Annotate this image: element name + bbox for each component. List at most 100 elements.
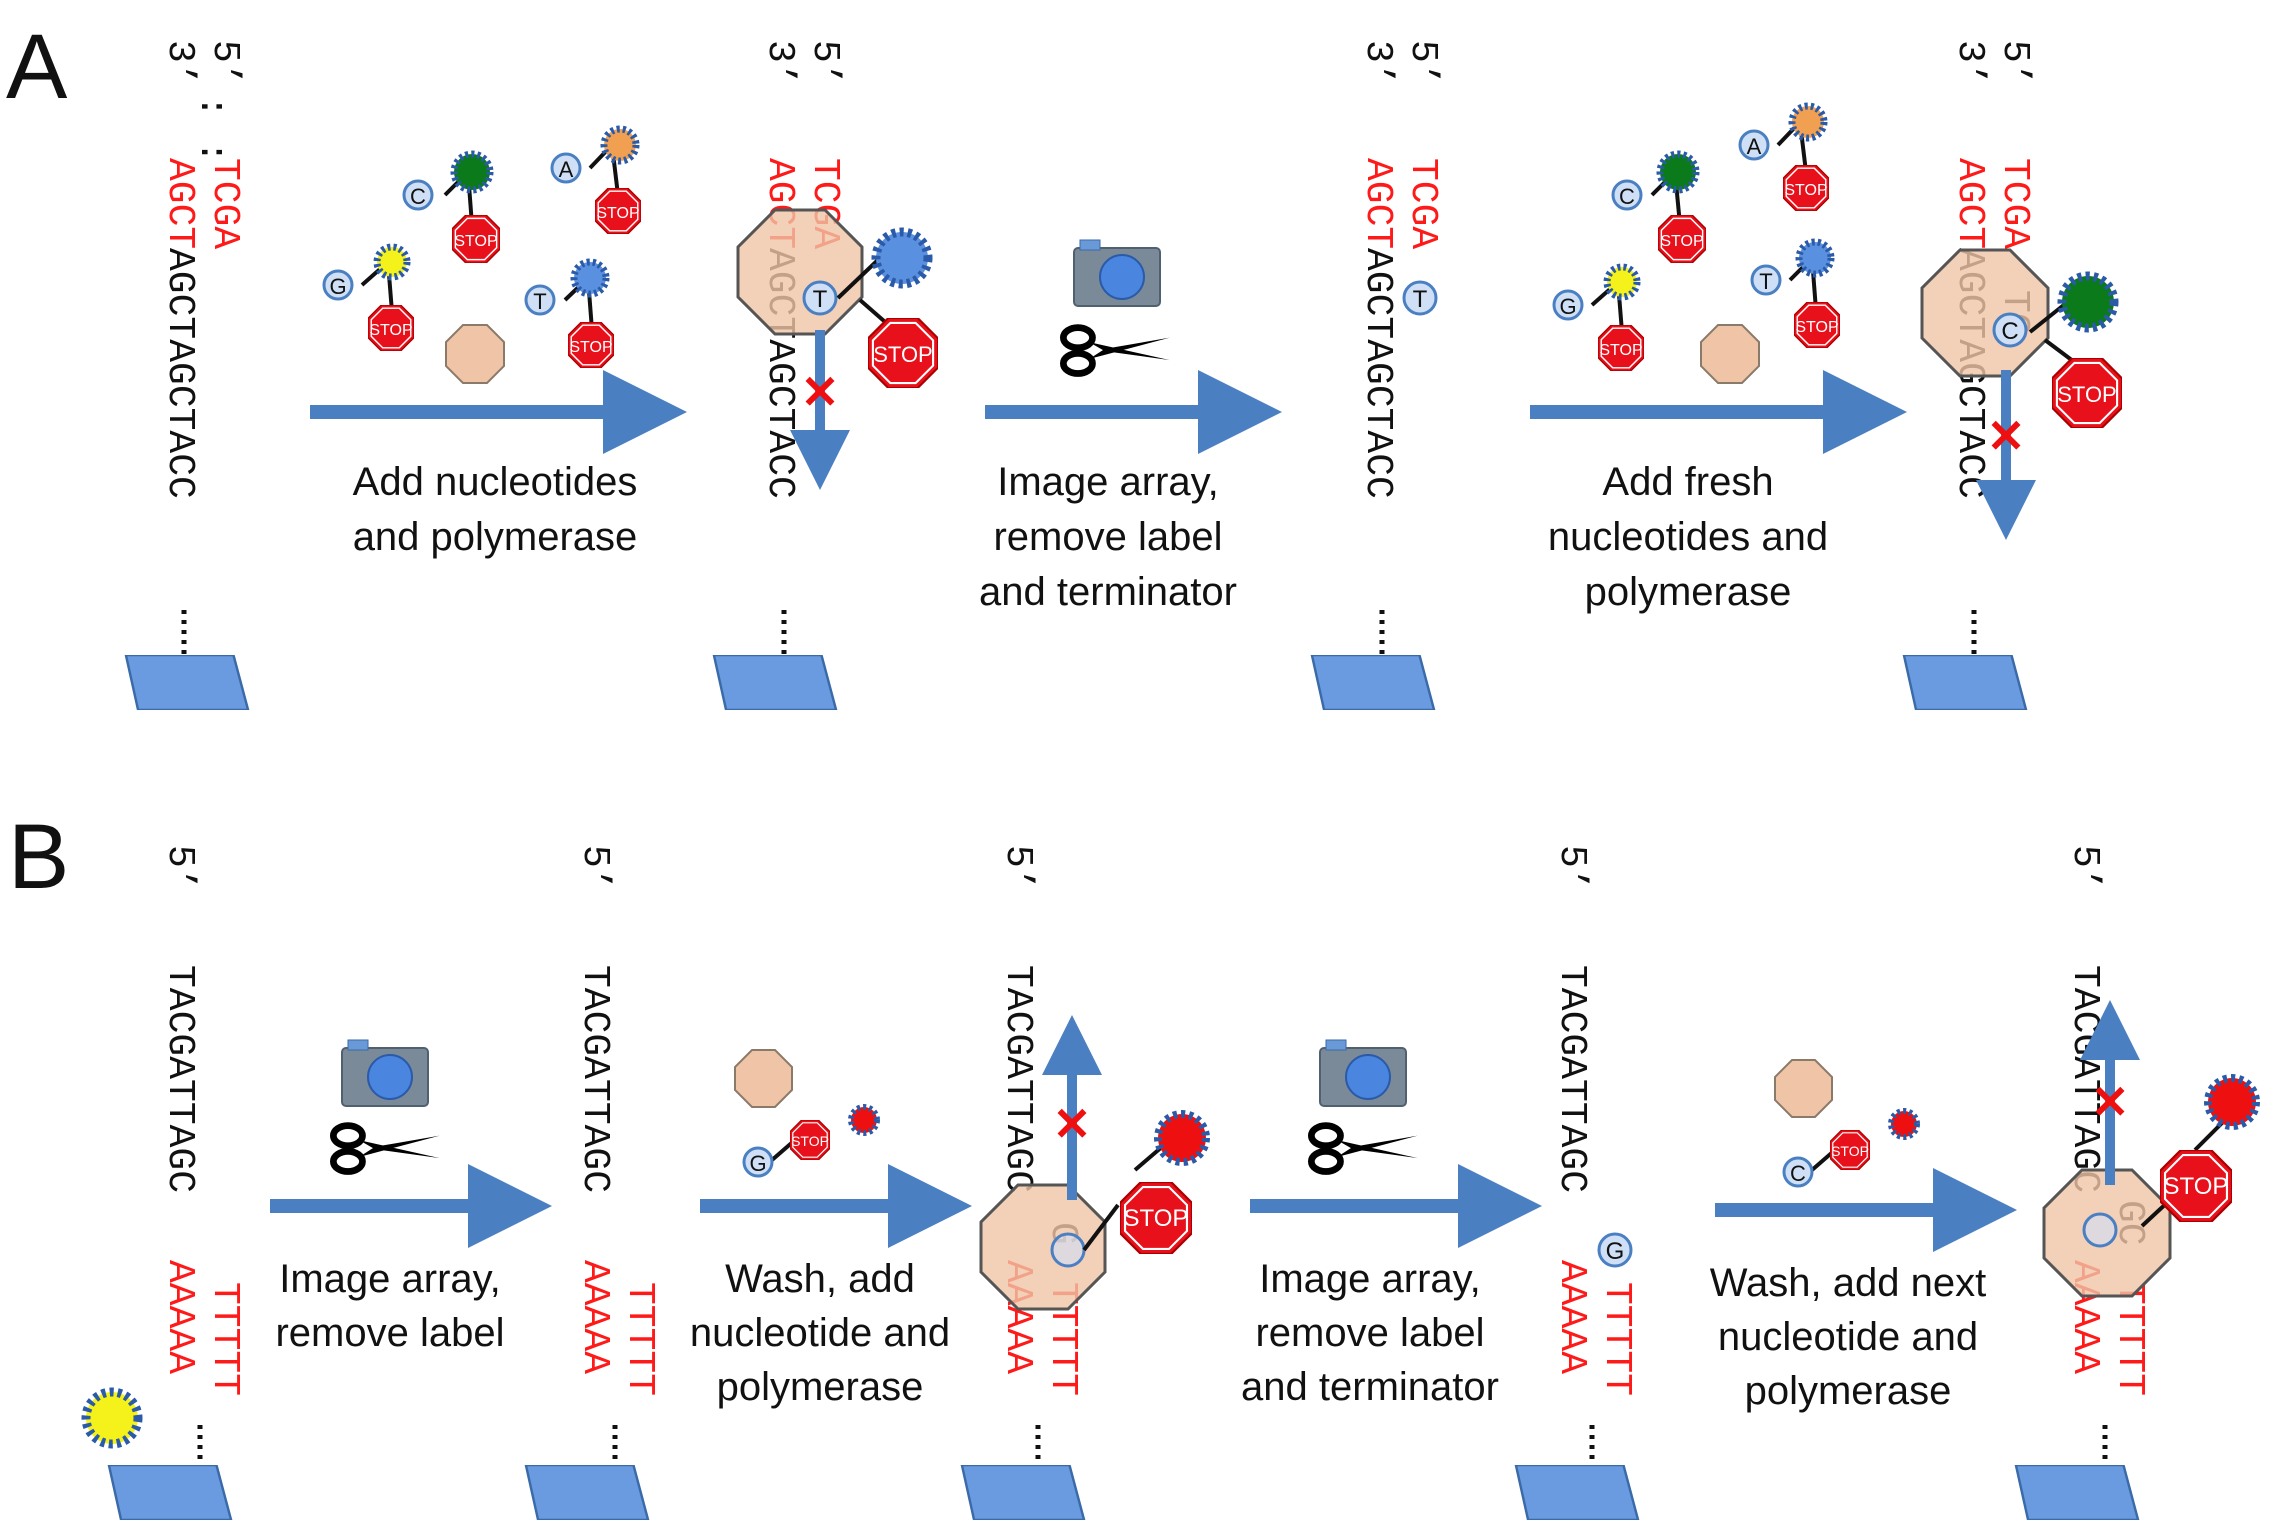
svg-text:T: T [1413,286,1428,313]
blocked-x-icon: ✕ [801,366,840,418]
svg-text:5’: 5’ [1550,845,1593,891]
nucleotide-cluster-b1: G STOP [734,1049,880,1178]
svg-text:STOP: STOP [596,205,639,222]
svg-text:STOP: STOP [569,339,612,356]
svg-text:remove label: remove label [275,1311,504,1355]
svg-text:remove label: remove label [1255,1311,1484,1355]
svg-text:TTTTT: TTTTT [1595,1282,1638,1396]
svg-text:STOP: STOP [1660,233,1703,250]
nucleotide-cluster-a1: C STOP A STOP G STOP T STOP [322,125,641,384]
svg-text:STOP: STOP [369,322,412,339]
svg-text:polymerase: polymerase [717,1365,924,1409]
svg-text:3’: 3’ [1356,40,1399,86]
svg-text:Wash, add: Wash, add [725,1257,915,1301]
svg-text:and terminator: and terminator [979,570,1237,614]
svg-text:STOP: STOP [1599,342,1642,359]
svg-text:G: G [1559,294,1576,319]
svg-text:TTTTT: TTTTT [618,1282,661,1396]
strand-top-red: TCGA [203,158,246,249]
svg-text:remove label: remove label [993,515,1222,559]
svg-text:G: G [749,1151,766,1176]
strand-b5: 5’ TACGATTAGC AAAAA TTTTT GC STOP ✕ [2014,845,2260,1520]
svg-text:STOP: STOP [1831,1143,1869,1159]
svg-text:A: A [1747,134,1762,159]
svg-text:T: T [813,286,828,313]
svg-text:: :: : : [190,95,233,163]
strand-a3: 5’ 3’ TCGA AGCT AGCTAGCTACC T [1310,40,1444,710]
svg-text:✕: ✕ [1053,1098,1092,1150]
label-5prime: 5’ [203,40,246,86]
strand-b4: 5’ TACGATTAGC AAAAA TTTTT G [1514,845,1640,1520]
svg-text:Image array,: Image array, [279,1257,501,1301]
svg-text:Wash, add next: Wash, add next [1710,1261,1986,1305]
svg-text:AAAAA: AAAAA [1550,1260,1593,1374]
svg-text:T: T [1759,269,1772,294]
svg-text:TACGATTAGC: TACGATTAGC [996,965,1039,1193]
panel-a-label: A [6,16,68,118]
camera-icon [1073,239,1161,307]
svg-text:T: T [533,289,546,314]
nucleotide-cluster-a2: C STOP A STOP G STOP T STOP [1552,102,1840,384]
svg-text:AGCTAGCTACC: AGCTAGCTACC [158,248,201,499]
svg-text:TACGATTAGC: TACGATTAGC [573,965,616,1193]
svg-text:nucleotide and: nucleotide and [690,1311,950,1355]
glass-slide-icon [124,655,250,710]
strand-b2: 5’ TACGATTAGC AAAAA TTTTT [524,845,661,1520]
svg-text:AGCT: AGCT [1356,158,1399,249]
svg-text:Add fresh: Add fresh [1602,460,1773,504]
svg-text:nucleotide and: nucleotide and [1718,1315,1978,1359]
dye-star-icon [871,227,933,289]
label-3prime: 3’ [158,40,201,86]
svg-text:TCGA: TCGA [1993,158,2036,249]
svg-text:G: G [1606,1238,1625,1265]
panel-b-label: B [8,806,69,908]
svg-text:STOP: STOP [1124,1205,1189,1232]
strand-a2: 5’ 3’ TCGA AGCT AGCTAGCTACC T STOP ✕ [712,40,938,710]
svg-text:5’: 5’ [996,845,1039,891]
svg-text:TACGATTAGC: TACGATTAGC [158,965,201,1193]
svg-text:AGCT: AGCT [1948,158,1991,249]
strand-b3: 5’ TACGATTAGC AAAAA TTTTT G STOP ✕ [960,845,1210,1520]
step-label-a1-line1: Add nucleotides [353,460,638,504]
svg-text:TCGA: TCGA [1401,158,1444,249]
svg-text:5’: 5’ [158,845,201,891]
svg-text:nucleotides and: nucleotides and [1548,515,1828,559]
svg-text:3’: 3’ [1948,40,1991,86]
svg-text:STOP: STOP [791,1133,829,1149]
svg-text:5’: 5’ [573,845,616,891]
svg-text:STOP: STOP [2164,1173,2229,1200]
svg-text:C: C [410,184,426,209]
svg-text:polymerase: polymerase [1745,1369,1952,1413]
strand-a4: 5’ 3’ TCGA TC AGCT AGCTAGCTACC C STOP ✕ [1902,40,2122,710]
svg-text:Image array,: Image array, [997,460,1219,504]
svg-text:C: C [1790,1161,1806,1186]
svg-text:5’: 5’ [803,40,846,86]
svg-text:C: C [2001,318,2018,345]
strand-b1: 5’ TACGATTAGC AAAAA TTTTT [81,845,246,1520]
svg-text:TTTTT: TTTTT [2108,1282,2151,1396]
strand-a1: 5’ 3’ : : TCGA AGCT AGCTAGCTACC [124,40,250,710]
svg-text:C: C [1619,184,1635,209]
svg-text:STOP: STOP [454,233,497,250]
svg-text:5’: 5’ [1993,40,2036,86]
step-label-a1-line2: and polymerase [353,515,638,559]
svg-text:✕: ✕ [1987,410,2026,462]
polymerase-icon [445,324,505,384]
svg-text:and terminator: and terminator [1241,1365,1499,1409]
svg-text:STOP: STOP [873,342,933,367]
svg-text:AGCTAGCTACC: AGCTAGCTACC [1356,248,1399,499]
svg-text:3’: 3’ [758,40,801,86]
svg-text:STOP: STOP [1795,319,1838,336]
svg-text:TACGATTAGC: TACGATTAGC [1550,965,1593,1193]
nucleotide-cluster-b2: C STOP [1774,1059,1920,1188]
strand-bottom: AGCT [158,158,201,249]
svg-text:✕: ✕ [2091,1076,2130,1128]
svg-text:AAAAA: AAAAA [573,1260,616,1374]
svg-text:5’: 5’ [2063,845,2106,891]
svg-text:A: A [559,157,574,182]
scissors-icon [1063,328,1169,374]
svg-text:5’: 5’ [1401,40,1444,86]
svg-text:AAAAA: AAAAA [158,1260,201,1374]
svg-text:Image array,: Image array, [1259,1257,1481,1301]
